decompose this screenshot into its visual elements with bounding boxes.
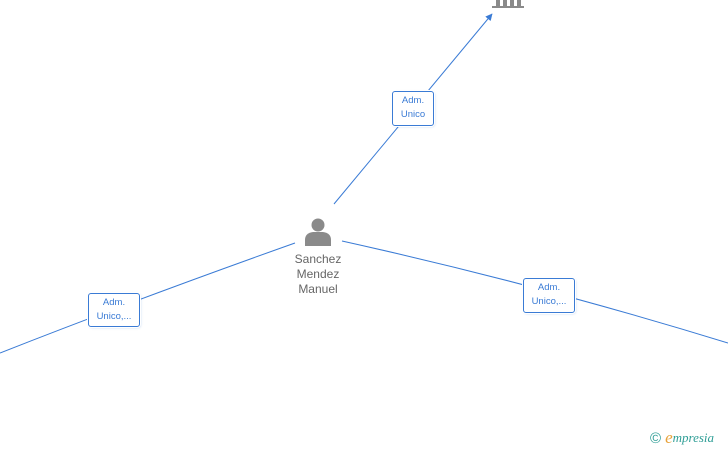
person-name-line-3: Manuel xyxy=(298,282,338,296)
person-name-line-2: Mendez xyxy=(296,267,340,281)
copyright-symbol: © xyxy=(650,429,662,447)
person-icon xyxy=(305,218,331,246)
edge-label-left-line-2: Unico,... xyxy=(96,311,132,322)
brand-logo-text: mpresia xyxy=(672,430,715,445)
edge-label-top-line-2: Unico xyxy=(400,109,426,120)
edge-line-left xyxy=(0,242,296,354)
edge-label-right-line-2: Unico,... xyxy=(531,296,567,307)
building-icon xyxy=(492,0,524,8)
edge-label-right-line-1: Adm. xyxy=(537,282,561,293)
edge-label-left-line-1: Adm. xyxy=(102,297,126,308)
person-name-line-1: Sanchez xyxy=(294,252,342,266)
person-node[interactable]: Sanchez Mendez Manuel xyxy=(268,216,368,297)
edge-label-right[interactable]: Adm. Unico,... xyxy=(523,278,575,313)
edge-label-top[interactable]: Adm. Unico xyxy=(392,91,434,126)
brand-logo-letter: e xyxy=(665,428,673,447)
brand-watermark: © e mpresia xyxy=(650,428,714,448)
company-node-top[interactable] xyxy=(491,0,527,8)
edge-label-top-line-1: Adm. xyxy=(401,95,425,106)
edge-label-left[interactable]: Adm. Unico,... xyxy=(88,293,140,327)
